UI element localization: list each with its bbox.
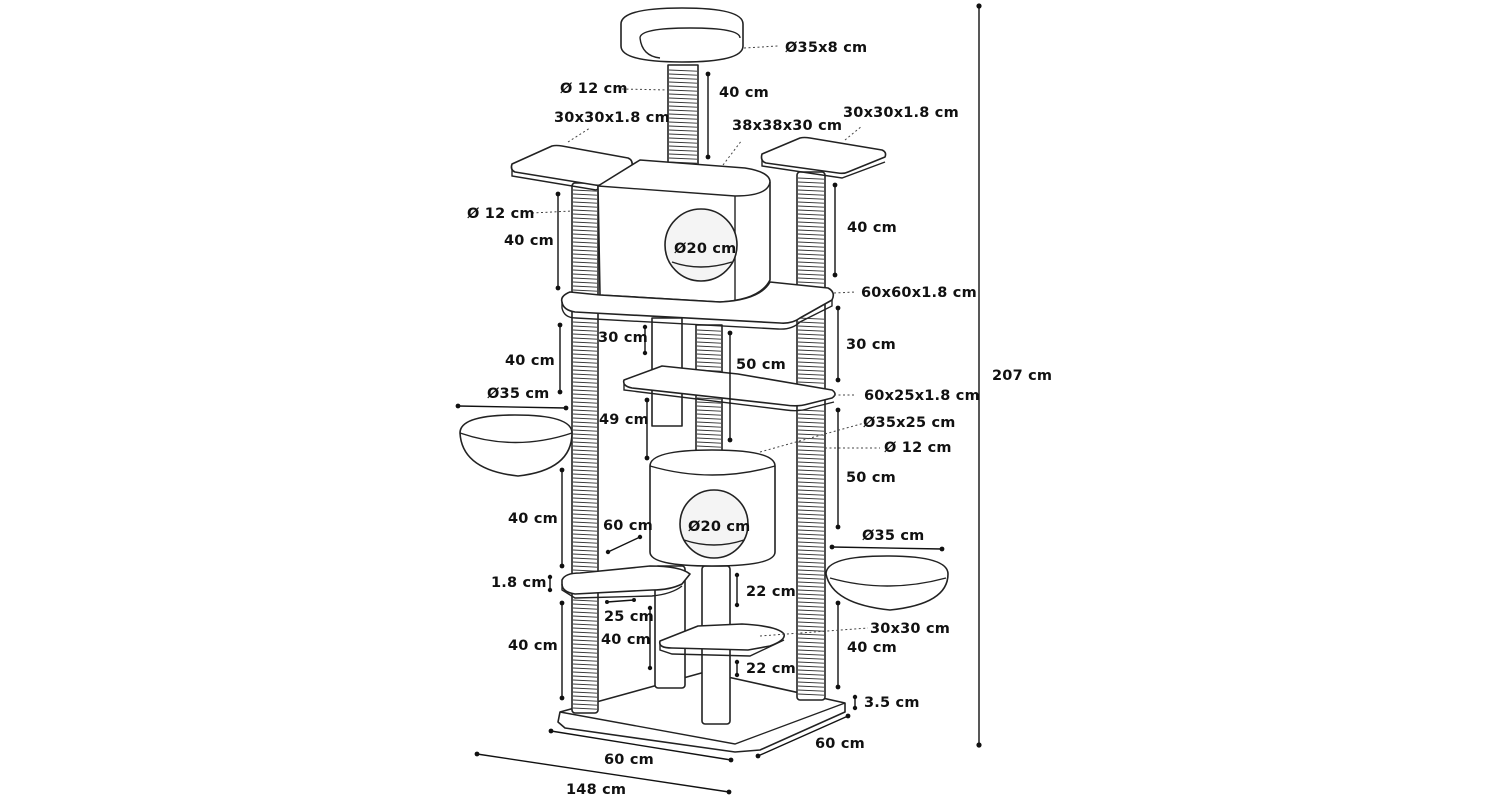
rear-inner-post-lower [654,565,686,689]
dimension-labels: Ø35x8 cm Ø 12 cm 40 cm 30x30x1.8 cm 38x3… [467,40,1052,798]
label-right-post-50: 50 cm [846,470,896,486]
label-lower-step-60: 60 cm [603,518,653,534]
top-bed [620,7,744,63]
lower-step [561,565,691,599]
label-top-bed: Ø35x8 cm [785,40,867,56]
label-small-platform: 30x30 cm [870,621,950,637]
right-top-platform [760,136,887,179]
label-base-thickness: 3.5 cm [864,695,920,711]
label-right-post-30: 30 cm [846,337,896,353]
label-center-post-50: 50 cm [736,357,786,373]
label-total-width: 148 cm [566,782,626,798]
label-right-bowl: Ø35 cm [862,528,924,544]
cube-entry-hole [664,208,738,282]
label-under-cylinder-22: 22 cm [746,584,796,600]
label-left-lower-post-40: 40 cm [508,511,558,527]
label-cylinder-house: Ø35x25 cm [863,415,956,431]
label-total-height: 207 cm [992,368,1052,384]
label-left-bowl: Ø35 cm [487,386,549,402]
label-main-platform: 60x60x1.8 cm [861,285,977,301]
right-bowl [825,555,949,611]
label-left-bottom-post-40: 40 cm [508,638,558,654]
label-right-bottom-post-40: 40 cm [847,640,897,656]
label-right-upper-post-height: 40 cm [847,220,897,236]
label-cylinder-hole: Ø20 cm [688,519,750,535]
label-left-post-diameter: Ø 12 cm [467,206,535,222]
label-left-platform: 30x30x1.8 cm [554,110,670,126]
label-cube-house: 38x38x30 cm [732,118,842,134]
left-bowl [459,414,573,477]
label-top-post-height: 40 cm [719,85,769,101]
main-platform [560,281,835,330]
right-main-post [796,171,826,701]
label-mid-platform: 60x25x1.8 cm [864,388,980,404]
dimension-lines [455,3,982,795]
label-base-depth: 60 cm [815,736,865,752]
label-top-post-diameter: Ø 12 cm [560,81,628,97]
leader-lines [531,45,880,637]
cylinder-house [649,449,776,567]
label-cube-hole: Ø20 cm [674,241,736,257]
label-under-small-22: 22 cm [746,661,796,677]
cube-house [597,159,771,303]
cylinder-entry-hole [679,489,749,559]
label-step-thickness: 1.8 cm [491,575,547,591]
label-left-mid-post-height: 40 cm [505,353,555,369]
label-step-depth-25: 25 cm [604,609,654,625]
small-platform [658,623,786,657]
label-right-platform: 30x30x1.8 cm [843,105,959,121]
label-inner-post-49: 49 cm [599,412,649,428]
left-main-post [571,182,599,714]
label-right-post-diameter: Ø 12 cm [884,440,952,456]
label-inner-post-40: 40 cm [601,632,651,648]
label-base-width: 60 cm [604,752,654,768]
label-left-upper-post-height: 40 cm [504,233,554,249]
label-inner-post-30: 30 cm [598,330,648,346]
